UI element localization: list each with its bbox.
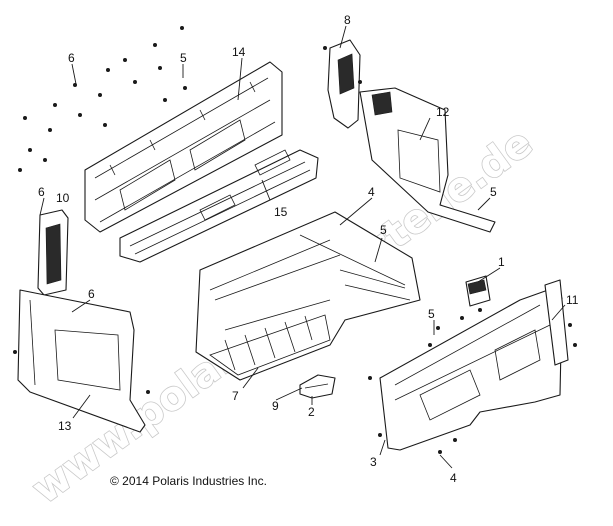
callout-13: 13 [58,419,72,433]
part-12-side-panel [359,87,496,233]
callout-4a: 4 [368,185,375,199]
copyright-text: © 2014 Polaris Industries Inc. [110,474,267,488]
callout-5c: 5 [380,223,387,237]
callout-8: 8 [344,13,351,27]
callout-14: 14 [232,45,246,59]
callout-6c: 6 [88,287,95,301]
part-11-strip [544,279,569,366]
part-15-lower-panel [119,149,319,263]
leader-lines [39,25,566,469]
callout-5b: 5 [490,185,497,199]
callout-11: 11 [566,293,579,307]
callout-5a: 5 [180,51,187,65]
part-7-floor [195,211,421,381]
callout-6b: 6 [38,185,45,199]
callout-5d: 5 [428,307,435,321]
fastener-dots [13,26,577,454]
part-13-left-panel [17,289,146,433]
part-10-trim [37,209,69,296]
callout-3: 3 [370,455,377,469]
part-14-rear-panel [84,61,283,233]
part-1-cup [465,275,491,307]
part-8-trim [327,39,361,129]
part-2-bracket [299,374,336,399]
callout-labels: 6 5 14 8 12 5 15 4 5 6 10 6 1 11 5 7 9 2… [38,13,579,485]
callout-1: 1 [498,255,505,269]
callout-2: 2 [308,405,315,419]
callout-6a: 6 [68,51,75,65]
callout-10: 10 [56,191,70,205]
callout-12: 12 [436,105,450,119]
part-3-bulkhead [379,289,563,451]
callout-7: 7 [232,389,239,403]
callout-4b: 4 [450,471,457,485]
callout-15: 15 [274,205,288,219]
callout-9: 9 [272,399,279,413]
